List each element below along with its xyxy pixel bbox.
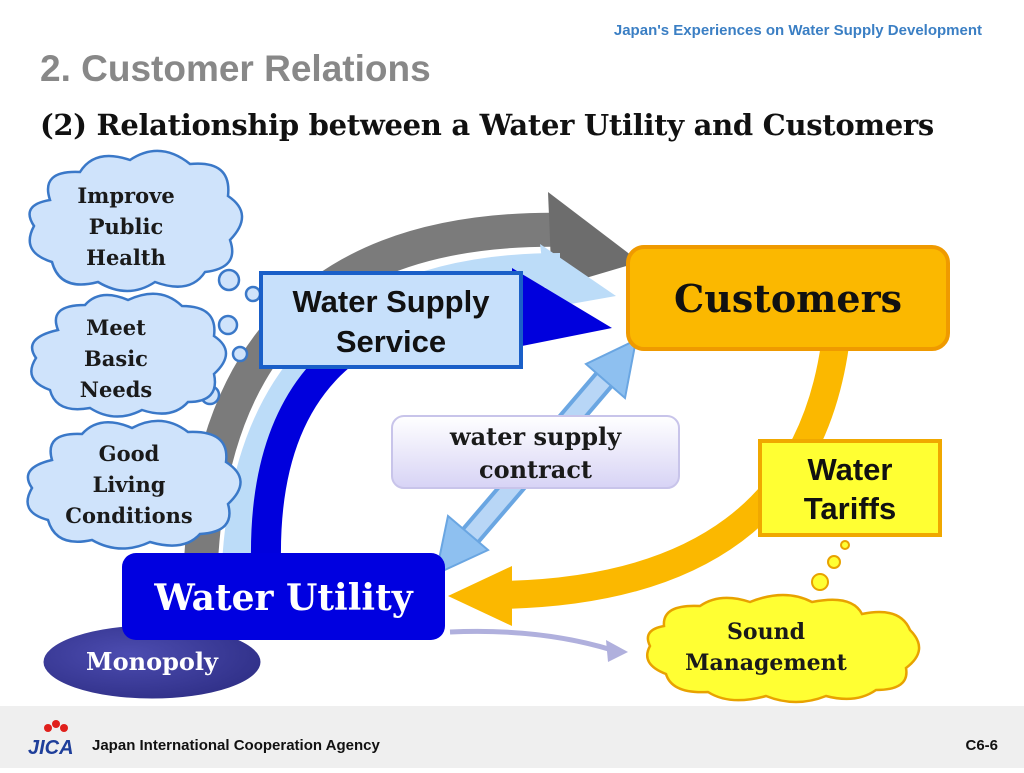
cloud-improve-public-health <box>28 149 244 293</box>
label-line: Tariffs <box>803 491 897 526</box>
thought-dots-sound <box>811 540 850 591</box>
page-subtitle: (2) Relationship between a Water Utility… <box>40 108 934 142</box>
label-line: Water <box>807 452 893 487</box>
water-tariffs-label: Water Tariffs <box>760 450 940 528</box>
water-supply-service-box <box>259 271 523 369</box>
cloud-line: Living <box>92 472 166 497</box>
water-supply-service-label: Water Supply Service <box>261 282 521 362</box>
water-utility-label: Water Utility <box>154 577 413 619</box>
label-line: Service <box>335 324 447 359</box>
cloud-line: Health <box>86 245 166 270</box>
label-line: water supply <box>449 422 622 451</box>
logo-text: JICA <box>28 737 74 759</box>
cloud-sound-management <box>646 593 921 704</box>
cloud-good-living-conditions <box>26 419 242 550</box>
cloud-line: Basic <box>84 346 148 371</box>
cloud-line: Improve <box>77 183 175 208</box>
contract-label: water supply contract <box>392 420 679 486</box>
footer-organization: Japan International Cooperation Agency <box>92 737 380 754</box>
header-series-title: Japan's Experiences on Water Supply Deve… <box>613 22 982 39</box>
relationship-diagram <box>26 149 950 704</box>
cloud-meet-basic-needs <box>30 292 228 418</box>
cloud-text-improve-public-health: Improve Public Health <box>56 180 196 273</box>
management-flow-arrow <box>449 628 628 662</box>
contract-box <box>391 415 680 489</box>
page-number: C6-6 <box>965 737 998 754</box>
water-utility-box <box>122 553 445 640</box>
cloud-line: Needs <box>79 377 153 402</box>
sound-management-label: Sound Management <box>676 617 856 679</box>
label-line: Sound <box>727 619 805 645</box>
cloud-line: Conditions <box>65 503 193 528</box>
water-tariffs-arrow <box>448 343 849 626</box>
water-tariffs-box <box>758 439 942 537</box>
cloud-line: Good <box>98 441 160 466</box>
label-line: Management <box>685 650 847 676</box>
footer-bar <box>0 706 1024 768</box>
customers-box <box>626 245 950 351</box>
label-line: contract <box>478 455 593 484</box>
cloud-text-meet-basic-needs: Meet Basic Needs <box>46 312 186 405</box>
jica-logo-icon: JICA <box>28 720 74 759</box>
label-line: Water Supply <box>292 284 490 319</box>
cloud-line: Public <box>88 214 164 239</box>
monopoly-label: Monopoly <box>86 647 218 676</box>
cloud-line: Meet <box>86 315 146 340</box>
customers-label: Customers <box>674 276 902 321</box>
jica-logo: JICA <box>18 708 90 768</box>
cloud-text-good-living-conditions: Good Living Conditions <box>44 438 214 531</box>
page-title: 2. Customer Relations <box>40 48 431 89</box>
